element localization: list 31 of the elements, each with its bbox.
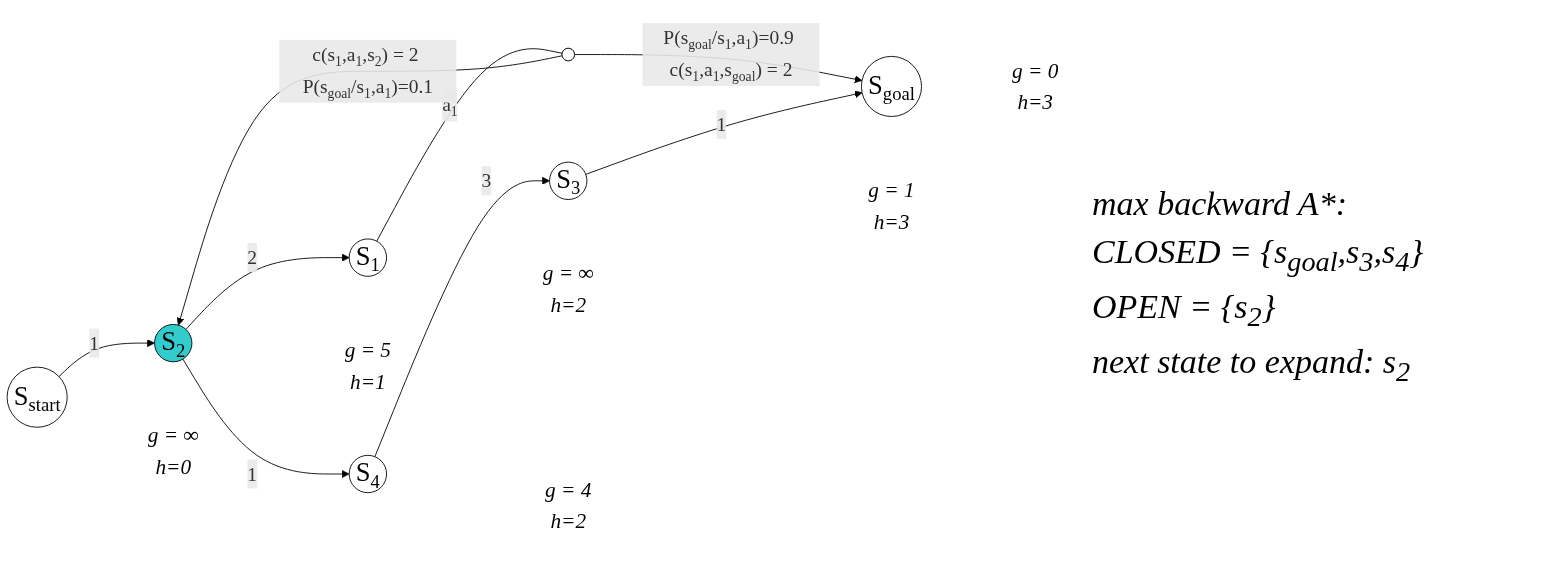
- edge-label: a$_{1}$: [442, 92, 458, 119]
- node-label: h=0: [155, 455, 192, 479]
- edge-label: 3: [481, 169, 492, 192]
- node-circle: S$_{3}$: [549, 161, 588, 200]
- node-circle: S$_{1}$: [348, 238, 387, 277]
- note-text: CLOSED = {s$_{goal}$,s$_{3}$,s$_{4}$}: [1092, 233, 1425, 279]
- node-label: g = 5: [344, 338, 392, 362]
- node-circle: S$_{2}$: [154, 323, 193, 362]
- note-text: OPEN = {s$_{2}$}: [1092, 288, 1277, 333]
- node-label: g = 0: [1012, 58, 1059, 82]
- node-label: g = 1: [868, 178, 915, 202]
- edge-label: c(s$_{1}$,a$_{1}$,s$_{2}$) = 2 P(s$_{goal}$/s$_{1}$,a$_{1}$)=0.1: [302, 43, 434, 100]
- edge-label: P(s$_{goal}$/s$_{1}$,a$_{1}$)=0.9 c(s$_{1}$,a$_{1}$,s$_{goal}$) = 2: [663, 26, 794, 83]
- connector: [376, 47, 563, 242]
- edge-label: 1: [89, 331, 100, 354]
- node-label: g = 4: [545, 477, 592, 501]
- note-text: max backward A*:: [1092, 185, 1348, 224]
- edge-label: 1: [716, 113, 727, 136]
- node-label: h=2: [550, 509, 587, 533]
- node-label: h=3: [873, 210, 910, 234]
- node-label: g = ∞: [147, 423, 199, 447]
- edge-label: 1: [247, 462, 258, 485]
- node-circle: S$_{start}$: [6, 366, 68, 428]
- node-circle: S$_{4}$: [348, 454, 387, 493]
- edge-label: 2: [247, 246, 258, 269]
- node-circle: S$_{goal}$: [860, 55, 922, 117]
- node-label: h=1: [350, 369, 386, 393]
- node-label: h=2: [550, 293, 587, 317]
- note-text: next state to expand: s$_{2}$: [1092, 342, 1412, 388]
- node-label: h=3: [1017, 90, 1054, 114]
- node-label: g = ∞: [542, 261, 594, 285]
